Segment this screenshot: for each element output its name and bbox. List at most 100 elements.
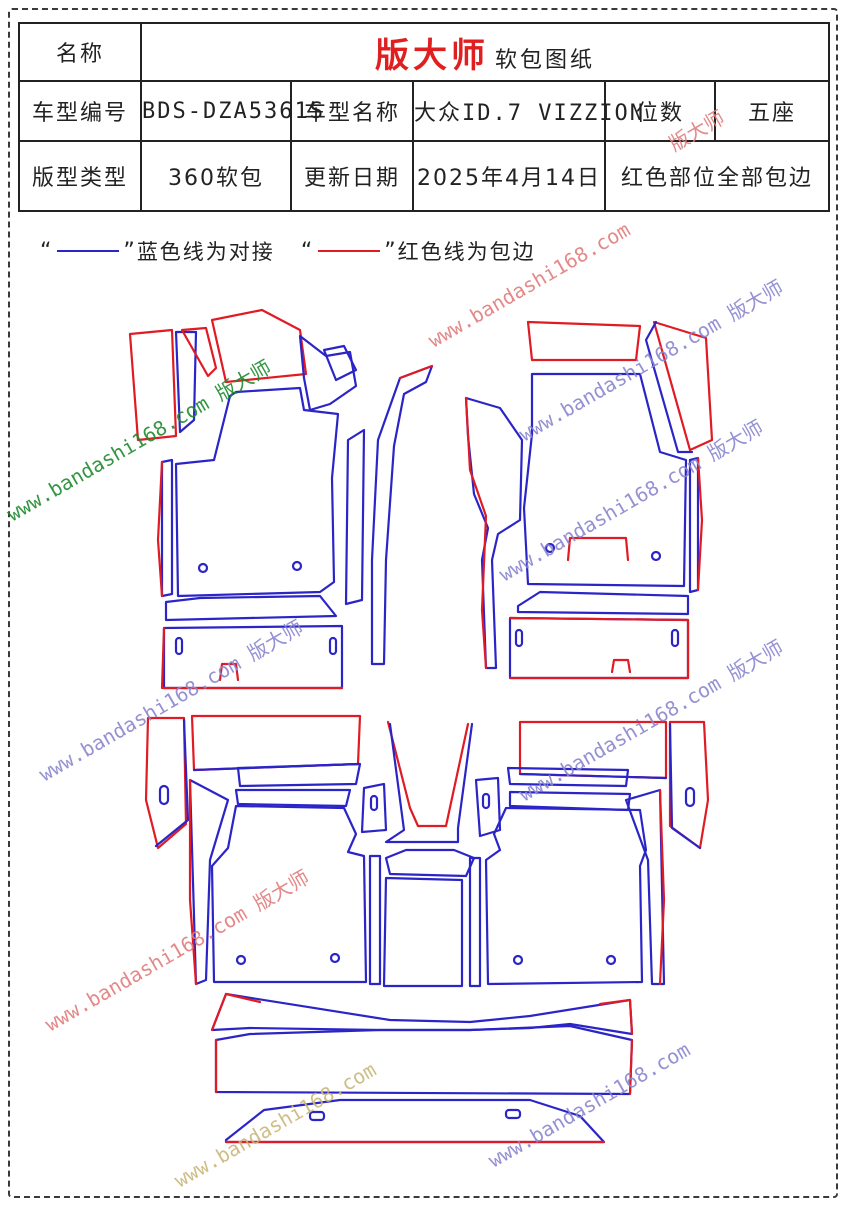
driver-rear-bar xyxy=(164,594,338,622)
rear-left-side-piece xyxy=(144,716,188,850)
trunk-main-edge xyxy=(214,1038,634,1096)
driver-rear-notch xyxy=(218,662,240,682)
passenger-right-piece xyxy=(652,320,714,452)
center-tunnel-v-inner xyxy=(384,722,474,844)
red-line-legend-text: 红色线为包边 xyxy=(397,240,536,264)
rear-left-eyelet-1 xyxy=(235,954,247,966)
driver-pedal-strip xyxy=(174,330,198,434)
rear-right-main-mat xyxy=(484,806,648,986)
legend-quote-open-2: “ xyxy=(300,238,315,264)
legend-quote-close-2: ” xyxy=(384,238,398,264)
driver-footrest-piece xyxy=(128,328,178,442)
type-row: 版型类型 360软包 更新日期 2025年4月14日 红色部位全部包边 xyxy=(18,140,831,212)
rear-left-long-side xyxy=(188,778,230,986)
driver-rear-slot-right xyxy=(328,636,338,656)
rear-left-top-panel xyxy=(190,714,362,772)
passenger-eyelet-right xyxy=(650,550,662,562)
center-console-left xyxy=(370,364,434,666)
passenger-rear-slot-right xyxy=(670,628,680,648)
rear-left-bar-2 xyxy=(234,788,352,808)
seats-label: 位数 xyxy=(604,80,716,142)
rear-left-bar xyxy=(236,762,362,788)
driver-main-mat xyxy=(174,386,340,598)
rear-right-tunnel-piece xyxy=(474,776,502,838)
rear-right-side-piece xyxy=(668,720,710,850)
driver-top-center-piece xyxy=(210,308,308,384)
rear-left-side-inner xyxy=(154,718,190,848)
blue-line-legend-text: 蓝色线为对接 xyxy=(136,240,275,264)
trunk-main-piece xyxy=(214,1024,634,1096)
edge-note: 红色部位全部包边 xyxy=(603,140,831,212)
drawing-title-cell: 版大师软包图纸 xyxy=(139,22,831,82)
rear-right-eyelet-1 xyxy=(512,954,524,966)
front-left-group xyxy=(128,308,434,690)
rear-left-tunnel-piece xyxy=(360,782,388,834)
drawing-title: 软包图纸 xyxy=(495,47,596,73)
dashed-border xyxy=(8,8,838,1198)
type-label: 版型类型 xyxy=(18,140,142,212)
center-floor-left-strip xyxy=(368,854,382,986)
rear-left-tunnel-slot xyxy=(369,794,379,812)
passenger-front-notch xyxy=(566,536,630,562)
driver-tunnel-cap xyxy=(322,344,358,382)
type-value: 360软包 xyxy=(140,140,292,212)
driver-side-strip xyxy=(160,458,174,598)
seats-value: 五座 xyxy=(713,80,831,142)
title-row: 名称 版大师软包图纸 xyxy=(18,22,831,82)
passenger-main-mat xyxy=(522,372,688,588)
passenger-right-inner xyxy=(644,320,694,454)
model-row: 车型编号 BDS-DZA5361S 车型名称 大众ID.7 VIZZION 位数… xyxy=(18,80,831,142)
center-tunnel-v xyxy=(386,720,470,828)
driver-eyelet-right xyxy=(291,560,303,572)
rear-right-long-side xyxy=(624,788,666,986)
rear-right-tunnel-slot xyxy=(481,792,491,810)
center-floor-right-strip xyxy=(468,856,482,988)
center-floor-piece xyxy=(382,876,464,988)
driver-side-edge xyxy=(156,460,164,598)
passenger-eyelet-left xyxy=(544,542,556,554)
driver-rear-panel-edge xyxy=(160,626,344,690)
passenger-rear-panel-edge xyxy=(508,616,690,680)
model-name-value: 大众ID.7 VIZZION xyxy=(412,80,643,142)
rear-floor-group xyxy=(144,714,710,988)
trunk-top-edge-left xyxy=(210,992,262,1032)
rear-left-eyelet-2 xyxy=(329,952,341,964)
rear-right-side-slot xyxy=(684,786,696,808)
rear-right-long-side-edge xyxy=(658,788,666,986)
rear-left-main-mat xyxy=(210,804,368,984)
driver-sill-strip xyxy=(344,428,366,606)
passenger-rear-slot-left xyxy=(514,628,524,648)
red-line-sample xyxy=(318,250,381,252)
driver-tunnel-curl xyxy=(298,334,358,412)
passenger-side-edge xyxy=(696,456,704,592)
center-console-right-edge xyxy=(464,396,488,670)
model-name-label: 车型名称 xyxy=(290,80,414,142)
legend-quote-open: “ xyxy=(40,238,54,264)
rear-right-eyelet-2 xyxy=(605,954,617,966)
rear-right-side-inner xyxy=(668,722,702,850)
update-label: 更新日期 xyxy=(290,140,414,212)
trunk-slot-left xyxy=(308,1110,326,1122)
rear-right-bar xyxy=(506,766,630,788)
blue-line-sample xyxy=(57,250,120,252)
rear-left-long-side-edge xyxy=(188,778,198,986)
driver-rear-slot-left xyxy=(174,636,184,656)
rear-right-top-panel-inner xyxy=(518,772,668,780)
name-label: 名称 xyxy=(18,22,142,82)
passenger-rear-notch xyxy=(610,658,632,674)
passenger-upper-piece xyxy=(526,320,642,362)
info-table: 名称 版大师软包图纸 车型编号 BDS-DZA5361S 车型名称 大众ID.7… xyxy=(18,22,831,212)
center-hump-piece xyxy=(384,848,476,878)
update-date-value: 2025年4月14日 xyxy=(412,140,606,212)
center-console-right xyxy=(464,396,524,670)
brand-title: 版大师 xyxy=(375,35,490,76)
model-code-label: 车型编号 xyxy=(18,80,142,142)
legend-quote-close: ” xyxy=(123,238,137,264)
driver-eyelet-left xyxy=(197,562,209,574)
passenger-rear-bar xyxy=(516,590,690,616)
trunk-top-edge-right xyxy=(598,998,634,1036)
center-console-left-edge xyxy=(398,364,434,380)
passenger-rear-panel xyxy=(508,616,690,680)
